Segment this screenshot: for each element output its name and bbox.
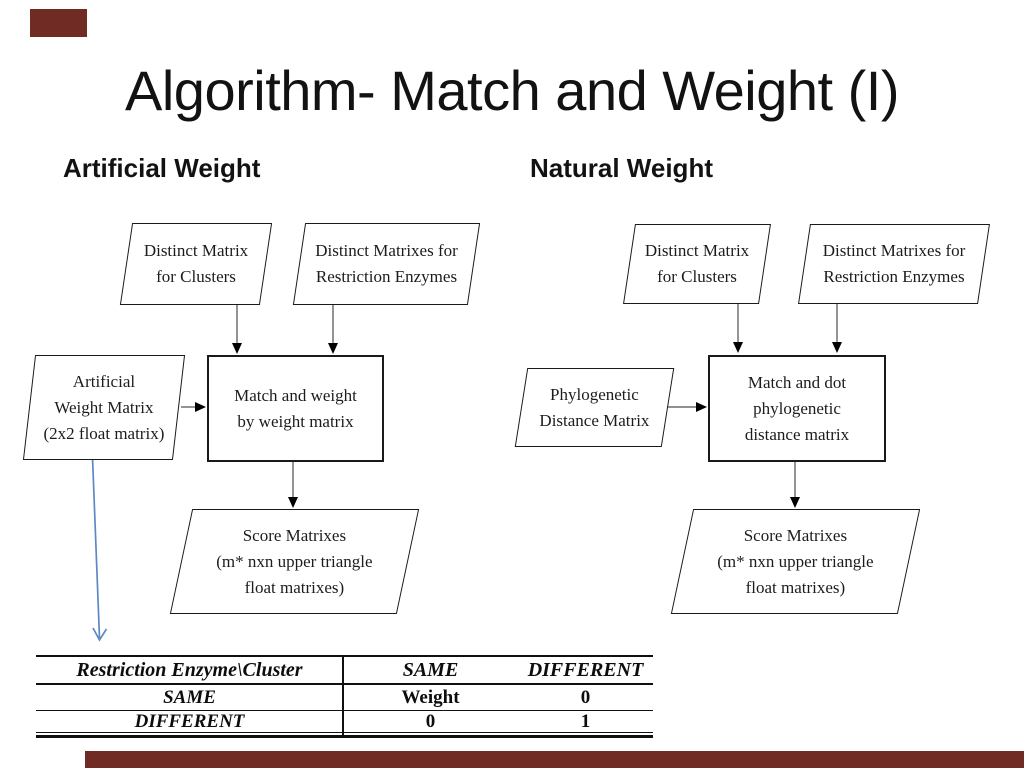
- flow-node-artificial-distinct-clusters: Distinct Matrix for Clusters: [119, 223, 273, 305]
- table-cell-same-same: Weight: [401, 686, 460, 708]
- flow-node-natural-match-process: Match and dot phylogenetic distance matr…: [708, 355, 886, 462]
- node-text-line: (m* nxn upper triangle: [216, 551, 373, 571]
- table-rule-bottom-a: [36, 732, 653, 734]
- decoration-bottom-bar: [85, 751, 1024, 768]
- table-header-same: SAME: [402, 658, 459, 681]
- table-row-same: SAME Weight 0: [36, 685, 653, 710]
- flow-node-natural-phylogenetic-matrix: Phylogenetic Distance Matrix: [514, 368, 675, 447]
- node-text-line: Score Matrixes: [242, 525, 347, 545]
- flow-node-artificial-weight-matrix: Artificial Weight Matrix (2x2 float matr…: [22, 355, 186, 460]
- table-rule-header: [36, 682, 653, 685]
- node-text-line: Artificial: [72, 371, 136, 391]
- table-rule-vertical: [342, 654, 344, 738]
- arrow-left-enzymes-to-process: [328, 303, 338, 354]
- table-cell-different-different: 1: [580, 710, 591, 732]
- section-heading-natural: Natural Weight: [530, 153, 713, 183]
- arrow-left-clusters-to-process: [232, 303, 242, 354]
- node-text-line: Distinct Matrix: [644, 241, 750, 260]
- node-text-line: Score Matrixes: [743, 525, 848, 545]
- node-text-line: float matrixes): [244, 577, 345, 597]
- table-row-label: DIFFERENT: [134, 710, 245, 732]
- flow-node-artificial-distinct-enzymes: Distinct Matrixes for Restriction Enzyme…: [292, 223, 481, 305]
- table-row-different: DIFFERENT 0 1: [36, 711, 653, 732]
- arrow-right-input-to-process: [662, 402, 707, 412]
- node-text-line: Distinct Matrix: [143, 241, 249, 260]
- node-text-line: for Clusters: [657, 267, 737, 286]
- node-text-line: Restriction Enzymes: [823, 267, 965, 286]
- section-heading-artificial: Artificial Weight: [63, 153, 261, 183]
- flow-node-natural-distinct-enzymes: Distinct Matrixes for Restriction Enzyme…: [798, 224, 990, 304]
- node-text-line: distance matrix: [744, 424, 850, 444]
- node-text-line: (m* nxn upper triangle: [717, 551, 874, 571]
- node-text-line: Restriction Enzymes: [315, 267, 458, 286]
- table-rule-top: [36, 654, 653, 657]
- arrow-blue-input-to-table: [91, 456, 108, 642]
- node-text-line: Distinct Matrixes for: [822, 241, 966, 260]
- table-rule-row: [36, 709, 653, 712]
- node-text-line: Distinct Matrixes for: [315, 241, 458, 260]
- node-text-line: Match and dot: [747, 372, 847, 392]
- table-header-row: Restriction Enzyme\Cluster SAME DIFFEREN…: [36, 657, 653, 683]
- flow-node-artificial-match-process: Match and weight by weight matrix: [207, 355, 384, 462]
- arrow-right-clusters-to-process: [733, 302, 743, 353]
- node-text-line: phylogenetic: [753, 398, 841, 418]
- node-text-line: by weight matrix: [237, 411, 354, 431]
- flow-node-natural-score-matrixes: Score Matrixes (m* nxn upper triangle fl…: [670, 509, 921, 614]
- arrow-right-enzymes-to-process: [832, 302, 842, 353]
- flow-node-artificial-score-matrixes: Score Matrixes (m* nxn upper triangle fl…: [169, 509, 420, 614]
- node-text-line: Phylogenetic: [550, 384, 639, 404]
- decoration-top-left: [30, 9, 87, 37]
- node-text-line: Match and weight: [234, 385, 357, 405]
- table-cell-same-different: 0: [580, 686, 591, 708]
- node-text-line: for Clusters: [156, 267, 236, 286]
- table-row-label: SAME: [163, 686, 216, 708]
- arrow-right-process-to-output: [790, 459, 800, 508]
- table-header-corner: Restriction Enzyme\Cluster: [76, 658, 303, 681]
- node-text-line: float matrixes): [745, 577, 846, 597]
- table-cell-different-same: 0: [425, 710, 436, 732]
- table-rule-bottom-b: [36, 735, 653, 738]
- node-text-line: Distance Matrix: [539, 410, 650, 430]
- arrow-left-input-to-process: [181, 402, 206, 412]
- arrow-left-process-to-output: [288, 459, 298, 508]
- node-text-line: (2x2 float matrix): [43, 423, 165, 443]
- node-text-line: Weight Matrix: [54, 397, 154, 417]
- table-header-different: DIFFERENT: [527, 658, 644, 681]
- slide-title: Algorithm- Match and Weight (I): [125, 59, 899, 122]
- flow-node-natural-distinct-clusters: Distinct Matrix for Clusters: [623, 224, 771, 304]
